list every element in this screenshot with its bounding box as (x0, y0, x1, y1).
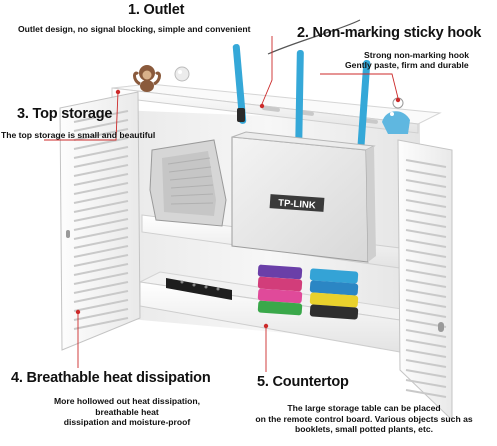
callout-countertop-desc: The large storage table can be placed on… (239, 403, 489, 435)
callout-top-storage-title: 3. Top storage (17, 106, 113, 122)
router-device: TP-LINK (231, 131, 376, 263)
router-logo-plate (269, 194, 325, 212)
callout-countertop-desc-line-2: on the remote control board. Various obj… (255, 413, 473, 424)
decor-ball (174, 66, 190, 82)
callout-heat-desc-line-2: breathable heat (95, 406, 159, 417)
hook-ornament (382, 97, 410, 134)
callout-outlet-title: 1. Outlet (128, 2, 185, 18)
callout-countertop-desc-line-3: booklets, small potted plants, etc. (294, 424, 433, 434)
callout-heat-title: 4. Breathable heat dissipation (11, 370, 211, 386)
cable (267, 19, 361, 55)
remote-control (166, 278, 232, 300)
leader-lines (44, 36, 399, 372)
callout-heat-desc-line-1: More hollowed out heat dissipation, (53, 396, 201, 406)
callout-heat-desc-line-3: dissipation and moisture-proof (63, 417, 191, 427)
callout-top-storage-desc: The top storage is small and beautiful (1, 130, 156, 140)
callout-hook-desc-2: Gently paste, firm and durable (345, 60, 469, 70)
colorful-boxes-right (309, 268, 359, 320)
callout-countertop-desc-line-1: The large storage table can be placed (287, 403, 441, 413)
grey-box-device (149, 139, 227, 227)
right-door (397, 139, 453, 422)
callout-outlet-desc: Outlet design, no signal blocking, simpl… (18, 24, 251, 34)
leader-dots (75, 89, 401, 329)
monkey-figurine (133, 65, 161, 92)
callout-hook-title: 2. Non-marking sticky hook (297, 25, 482, 41)
colorful-boxes-left (257, 264, 303, 316)
callout-countertop-title: 5. Countertop (257, 374, 349, 390)
router-brand: TP-LINK (278, 198, 316, 212)
callout-heat-desc: More hollowed out heat dissipation, brea… (24, 396, 230, 428)
left-door (59, 91, 141, 351)
callout-hook-desc-1: Strong non-marking hook (364, 50, 470, 60)
